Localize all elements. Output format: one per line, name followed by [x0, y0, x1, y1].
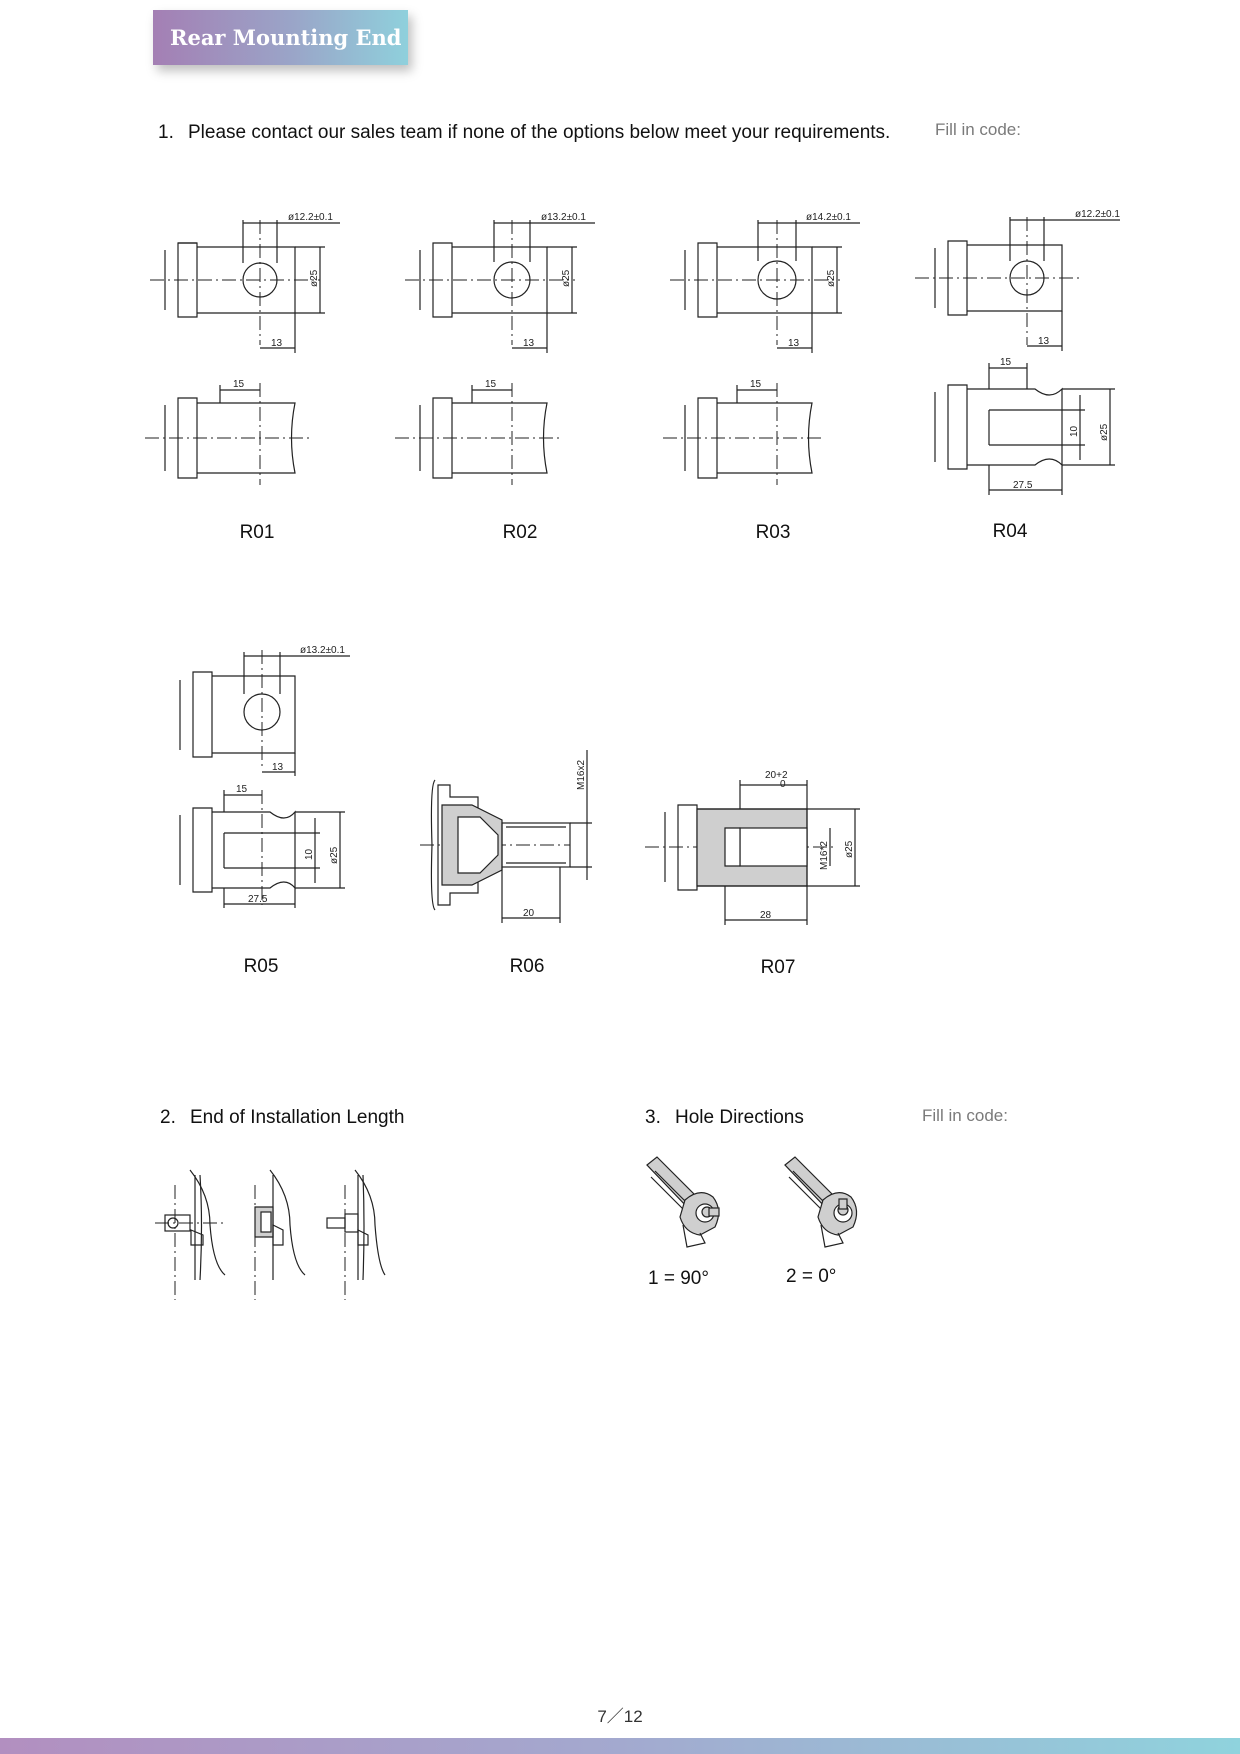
r07-len: 28 — [760, 910, 772, 921]
footer-gradient-bar — [0, 1738, 1240, 1754]
option-label-r01: R01 — [239, 522, 275, 543]
fill-in-code-label-3: Fill in code: — [922, 1106, 1008, 1125]
r02-dia: ø25 — [561, 269, 572, 287]
option-label-r04: R04 — [992, 521, 1028, 542]
r05-hole-dia: ø13.2±0.1 — [300, 645, 345, 656]
r04-len: 27.5 — [1013, 480, 1033, 491]
r02-hole-dia: ø13.2±0.1 — [541, 212, 586, 223]
r01-d15: 15 — [233, 379, 245, 390]
r07-dia: ø25 — [844, 840, 855, 858]
r04-d13: 13 — [1038, 336, 1050, 347]
hole-direction-90-label: 1 = 90° — [648, 1268, 709, 1289]
header-title: Rear Mounting End — [170, 25, 402, 50]
section-1-text: Please contact our sales team if none of… — [188, 122, 891, 143]
r03-d13: 13 — [788, 338, 800, 349]
r04-hole-dia: ø12.2±0.1 — [1075, 209, 1120, 220]
fill-in-code-label-1: Fill in code: — [935, 120, 1021, 139]
section-2-heading: 2. End of Installation Length — [160, 1107, 404, 1129]
hole-direction-90-image — [646, 1156, 720, 1248]
section-header-tab: Rear Mounting End — [153, 10, 408, 65]
section-1-heading: 1. Please contact our sales team if none … — [158, 122, 890, 144]
r04-dia: ø25 — [1099, 423, 1110, 441]
hole-direction-0-label: 2 = 0° — [786, 1266, 837, 1287]
r01-hole-dia: ø12.2±0.1 — [288, 212, 333, 223]
r05-drawing: ø13.2±0.1 13 15 10 ø25 27.5 — [179, 645, 350, 908]
r07-drawing: 20+2 0 ø25 M16*2 28 — [645, 770, 860, 925]
r07-tol: 20+2 — [765, 770, 788, 781]
option-label-r06: R06 — [509, 956, 545, 977]
r02-d15: 15 — [485, 379, 497, 390]
r05-slot: 10 — [304, 848, 315, 860]
r05-d15: 15 — [236, 784, 248, 795]
section-1-number: 1. — [158, 122, 174, 143]
r06-drawing: 20 M16x2 — [420, 750, 592, 923]
r05-d13: 13 — [272, 762, 284, 773]
option-label-r02: R02 — [502, 522, 538, 543]
hole-direction-0-image — [784, 1156, 858, 1248]
r04-d15: 15 — [1000, 357, 1012, 368]
r01-dia: ø25 — [309, 269, 320, 287]
option-label-r07: R07 — [760, 957, 796, 978]
section-2-number: 2. — [160, 1107, 176, 1128]
r04-drawing: ø12.2±0.1 13 15 10 ø25 27.5 — [915, 209, 1120, 495]
r07-thread: M16*2 — [819, 841, 830, 870]
r02-d13: 13 — [523, 338, 535, 349]
page-number: 7／12 — [597, 1707, 643, 1726]
section-2-text: End of Installation Length — [190, 1107, 405, 1128]
r05-dia: ø25 — [329, 846, 340, 864]
option-label-r05: R05 — [243, 956, 279, 977]
r03-hole-dia: ø14.2±0.1 — [806, 212, 851, 223]
r03-d15: 15 — [750, 379, 762, 390]
r03-dia: ø25 — [826, 269, 837, 287]
option-label-r03: R03 — [755, 522, 791, 543]
installation-length-drawings — [155, 1169, 386, 1300]
r05-len: 27.5 — [248, 894, 268, 905]
r02-drawing: ø13.2±0.1 ø25 13 15 — [395, 212, 595, 485]
section-3-text: Hole Directions — [675, 1107, 804, 1128]
r07-tol-low: 0 — [780, 779, 786, 790]
r01-d13: 13 — [271, 338, 283, 349]
r01-drawing: ø12.2±0.1 ø25 13 15 — [145, 212, 340, 485]
r06-thread: M16x2 — [576, 760, 587, 790]
r06-len: 20 — [523, 908, 535, 919]
r03-drawing: ø14.2±0.1 ø25 13 15 — [663, 212, 860, 485]
section-3-heading: 3. Hole Directions — [645, 1107, 804, 1129]
section-3-number: 3. — [645, 1107, 661, 1128]
r04-slot: 10 — [1069, 425, 1080, 437]
